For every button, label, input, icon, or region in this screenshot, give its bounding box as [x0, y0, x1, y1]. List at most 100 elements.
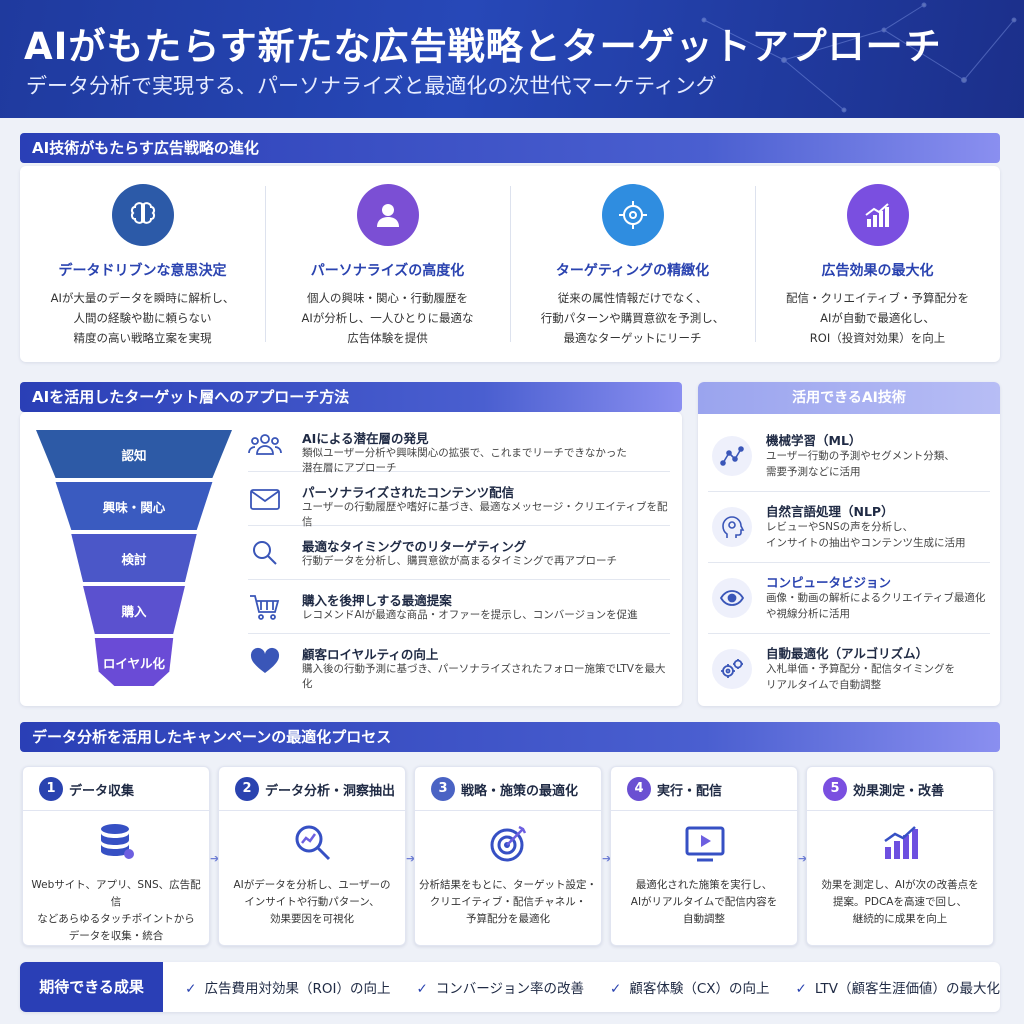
result-text: LTV（顧客生涯価値）の最大化 — [814, 981, 1000, 997]
approach-title: 最適なタイミングでのリターゲティング — [302, 539, 527, 554]
evolution-panel: データドリブンな意思決定 AIが大量のデータを瞬時に解析し、 人間の経験や勘に頼… — [20, 166, 1000, 362]
step-number: 4 — [627, 777, 651, 801]
magnify-chart-icon — [295, 825, 331, 861]
approach-title: AIによる潜在層の発見 — [302, 431, 429, 446]
funnel-level: ロイヤル化 — [94, 638, 174, 686]
result-item: ✓ 顧客体験（CX）の向上 — [610, 977, 770, 997]
funnel-level: 検討 — [71, 534, 197, 582]
step-title: 効果測定・改善 — [853, 784, 945, 799]
step-header: 5 効果測定・改善 — [807, 767, 993, 811]
ai-tech-name: 自動最適化（アルゴリズム） — [766, 646, 929, 661]
process-step: 5 効果測定・改善 効果を測定し、AIが次の改善点を 提案。PDCAを高速で回し… — [806, 766, 994, 946]
step-title: 戦略・施策の最適化 — [461, 784, 579, 799]
approach-text: 購入後の行動予測に基づき、パーソナライズされたフォロー施策でLTVを最大化 — [302, 663, 666, 690]
evolution-item: データドリブンな意思決定 AIが大量のデータを瞬時に解析し、 人間の経験や勘に頼… — [20, 166, 265, 362]
approach-item: 最適なタイミングでのリターゲティング 行動データを分析し、購買意欲が高まるタイミ… — [248, 526, 670, 580]
eye-icon — [719, 590, 745, 606]
ai-tech-item: 機械学習（ML） ユーザー行動の予測やセグメント分類、 需要予測などに活用 — [708, 422, 990, 492]
play-screen-icon — [685, 826, 725, 862]
process-arrow-icon: ➔ — [406, 852, 416, 865]
people-icon — [248, 434, 282, 455]
ai-tech-item: 自然言語処理（NLP） レビューやSNSの声を分析し、 インサイトの抽出やコンテ… — [708, 493, 990, 563]
approach-item: 購入を後押しする最適提案 レコメンドAIが最適な商品・オファーを提示し、コンバー… — [248, 580, 670, 634]
step-number: 3 — [431, 777, 455, 801]
result-text: 顧客体験（CX）の向上 — [629, 981, 770, 997]
approach-title: 顧客ロイヤルティの向上 — [302, 647, 439, 662]
process-step: 4 実行・配信 最適化された施策を実行し、 AIがリアルタイムで配信内容を 自動… — [610, 766, 798, 946]
evolution-title: ターゲティングの精緻化 — [555, 263, 710, 279]
evolution-title: データドリブンな意思決定 — [58, 263, 227, 279]
funnel-diagram: 認知 興味・関心 検討 購入 ロイヤル化 — [36, 430, 232, 694]
funnel-label: 検討 — [121, 551, 147, 567]
approach-item: 顧客ロイヤルティの向上 購入後の行動予測に基づき、パーソナライズされたフォロー施… — [248, 634, 670, 690]
funnel-level: 認知 — [36, 430, 232, 478]
evolution-icon-circle — [356, 184, 419, 246]
mail-icon — [250, 489, 280, 510]
funnel-level: 購入 — [83, 586, 185, 634]
ai-tech-heading: 活用できるAI技術 — [698, 382, 1000, 414]
ai-tech-desc: レビューやSNSの声を分析し、 インサイトの抽出やコンテンツ生成に活用 — [766, 521, 966, 549]
approach-item: パーソナライズされたコンテンツ配信 ユーザーの行動履歴や嗜好に基づき、最適なメッ… — [248, 472, 670, 528]
results-bar: 期待できる成果 ✓広告費用対効果（ROI）の向上 ✓コンバージョン率の改善 ✓顧… — [20, 962, 1000, 1012]
evolution-text: AIが大量のデータを瞬時に解析し、 人間の経験や勘に頼らない 精度の高い戦略立案… — [50, 291, 235, 345]
process-step: 2 データ分析・洞察抽出 AIがデータを分析し、ユーザーの インサイトや行動パタ… — [218, 766, 406, 946]
approach-text: 行動データを分析し、購買意欲が高まるタイミングで再アプローチ — [302, 555, 617, 567]
check-icon: ✓ — [185, 981, 197, 997]
process-arrow-icon: ➔ — [210, 852, 220, 865]
approach-panel: 認知 興味・関心 検討 購入 ロイヤル化 AIによる潜在層の発見 類似ユーザー分… — [20, 412, 682, 706]
ai-tech-name: 自然言語処理（NLP） — [766, 504, 894, 519]
funnel-label: 認知 — [121, 447, 147, 463]
approach-title: パーソナライズされたコンテンツ配信 — [302, 485, 515, 500]
step-header: 3 戦略・施策の最適化 — [415, 767, 601, 811]
process-arrow-icon: ➔ — [798, 852, 808, 865]
section-heading-process: データ分析を活用したキャンペーンの最適化プロセス — [20, 722, 1000, 752]
step-header: 4 実行・配信 — [611, 767, 797, 811]
ai-tech-icon-circle — [712, 578, 752, 618]
ai-tech-item: コンピュータビジョン 画像・動画の解析によるクリエイティブ最適化 や視線分析に活… — [708, 564, 990, 634]
evolution-text: 配信・クリエイティブ・予算配分を AIが自動で最適化し、 ROI（投資対効果）を… — [785, 291, 970, 345]
step-title: 実行・配信 — [657, 784, 723, 799]
step-text: AIがデータを分析し、ユーザーの インサイトや行動パターン、 効果要因を可視化 — [233, 879, 391, 925]
step-text: 効果を測定し、AIが次の改善点を 提案。PDCAを高速で回し、 継続的に成果を向… — [821, 879, 979, 925]
crosshair-icon — [618, 201, 647, 229]
check-icon: ✓ — [795, 981, 807, 997]
process-step: 1 データ収集 Webサイト、アプリ、SNS、広告配信 などあらゆるタッチポイン… — [22, 766, 210, 946]
target-icon — [490, 825, 527, 862]
step-number: 2 — [235, 777, 259, 801]
approach-text: レコメンドAIが最適な商品・オファーを提示し、コンバージョンを促進 — [302, 609, 638, 621]
ai-tech-desc: 入札単価・予算配分・配信タイミングを リアルタイムで自動調整 — [766, 663, 955, 691]
evolution-text: 個人の興味・関心・行動履歴を AIが分析し、一人ひとりに最適な 広告体験を提供 — [301, 291, 474, 345]
step-text: 最適化された施策を実行し、 AIがリアルタイムで配信内容を 自動調整 — [630, 879, 778, 925]
ai-tech-name: コンピュータビジョン — [766, 575, 892, 590]
ai-tech-icon-circle — [712, 436, 752, 476]
check-icon: ✓ — [416, 981, 428, 997]
check-icon: ✓ — [610, 981, 622, 997]
step-header: 1 データ収集 — [23, 767, 209, 811]
evolution-title: パーソナライズの高度化 — [310, 263, 465, 279]
ai-tech-name: 機械学習（ML） — [766, 433, 862, 448]
ai-tech-icon-circle — [712, 649, 752, 689]
growth-chart-icon — [864, 203, 889, 227]
approach-list: AIによる潜在層の発見 類似ユーザー分析や興味関心の拡張で、これまでリーチできな… — [248, 418, 670, 690]
ai-tech-panel: 活用できるAI技術 機械学習（ML） ユーザー行動の予測やセグメント分類、 需要… — [698, 382, 1000, 706]
result-text: 広告費用対効果（ROI）の向上 — [204, 981, 391, 997]
funnel-label: 興味・関心 — [102, 499, 166, 515]
evolution-title: 広告効果の最大化 — [821, 263, 934, 279]
ai-tech-icon-circle — [712, 507, 752, 547]
head-gear-icon — [722, 516, 745, 538]
result-item: ✓ LTV（顧客生涯価値）の最大化 — [796, 977, 1000, 997]
user-icon — [376, 204, 399, 227]
funnel-label: 購入 — [121, 603, 147, 619]
evolution-item: パーソナライズの高度化 個人の興味・関心・行動履歴を AIが分析し、一人ひとりに… — [265, 166, 510, 362]
header-banner: AIがもたらす新たな広告戦略とターゲットアプローチ データ分析で実現する、パーソ… — [0, 0, 1024, 118]
result-text: コンバージョン率の改善 — [435, 981, 585, 997]
ai-tech-item: 自動最適化（アルゴリズム） 入札単価・予算配分・配信タイミングを リアルタイムで… — [708, 635, 990, 705]
network-decoration — [701, 2, 1017, 113]
ai-tech-desc: 画像・動画の解析によるクリエイティブ最適化 や視線分析に活用 — [766, 592, 986, 620]
approach-item: AIによる潜在層の発見 類似ユーザー分析や興味関心の拡張で、これまでリーチできな… — [248, 418, 670, 474]
step-number: 5 — [823, 777, 847, 801]
evolution-icon-circle — [601, 184, 664, 246]
section-heading-approach: AIを活用したターゲット層へのアプローチ方法 — [20, 382, 682, 412]
approach-text: 類似ユーザー分析や興味関心の拡張で、これまでリーチできなかった 潜在層にアプロー… — [302, 447, 627, 474]
funnel-level: 興味・関心 — [55, 482, 213, 530]
